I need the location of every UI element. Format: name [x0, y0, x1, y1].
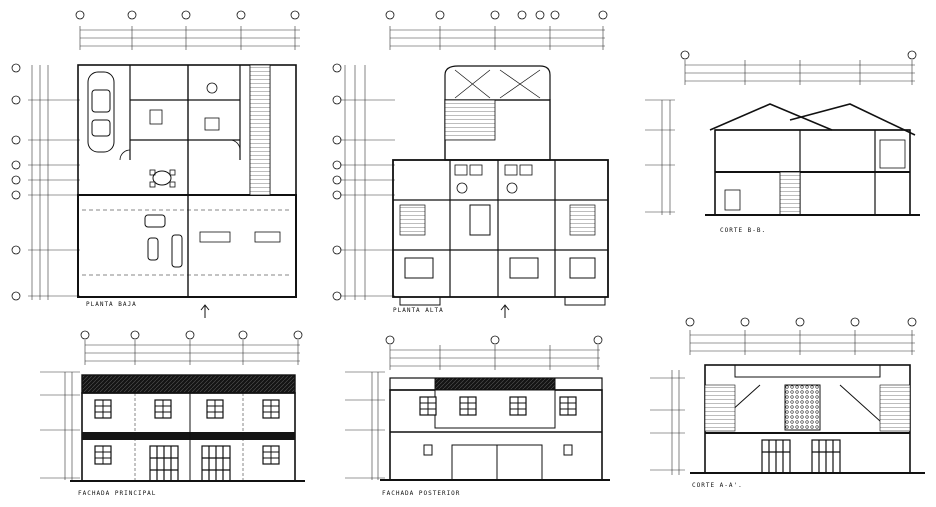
- rear-elevation-title: FACHADA POSTERIOR: [382, 490, 460, 497]
- section-aa: [650, 317, 925, 475]
- level-marks: [40, 371, 80, 480]
- dimension-lines-top: [79, 26, 300, 50]
- front-elevation-title: FACHADA PRINCIPAL: [78, 490, 156, 497]
- dimension-lines-top: [389, 345, 600, 370]
- dimension-lines-left: [340, 65, 395, 300]
- car-outline: [87, 71, 115, 153]
- level-marks: [650, 370, 685, 475]
- rear-elevation: [345, 335, 610, 481]
- grid-bubbles-top: [385, 10, 608, 20]
- upper-floor-plan: [332, 10, 609, 318]
- section-bb-title: CORTE B-B.: [720, 227, 766, 234]
- level-marks: [645, 99, 675, 215]
- grid-bubbles-top: [75, 10, 300, 20]
- front-elevation: [40, 330, 305, 482]
- level-marks: [345, 371, 385, 480]
- ground-floor-title: PLANTA BAJA: [86, 301, 137, 308]
- dimension-lines-top: [689, 330, 915, 355]
- grid-bubbles-left: [11, 63, 21, 301]
- dimension-lines-top: [684, 60, 915, 85]
- upper-floor-title: PLANTA ALTA: [393, 307, 444, 314]
- ground-floor-plan: [11, 10, 300, 318]
- dimension-lines-left: [28, 65, 80, 300]
- section-aa-title: CORTE A-A'.: [692, 482, 743, 489]
- dimension-lines-top: [389, 26, 605, 50]
- grid-bubbles-top: [80, 330, 303, 340]
- grid-bubbles-top: [685, 317, 917, 327]
- dimension-lines-top: [84, 340, 300, 365]
- grid-bubbles-left: [332, 63, 342, 301]
- section-bb: [645, 50, 920, 216]
- grid-bubbles-top: [385, 335, 603, 345]
- grid-bubbles-top: [680, 50, 917, 60]
